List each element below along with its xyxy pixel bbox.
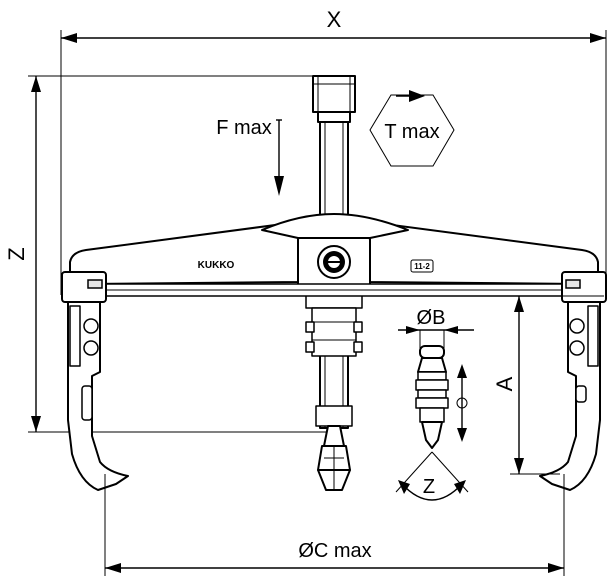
hexagon-icon: [369, 94, 455, 167]
label-z-angle: Z: [423, 476, 435, 498]
model-label: 11-2: [414, 262, 430, 271]
label-f-max: F max: [216, 117, 272, 139]
label-t-max: T max: [384, 121, 439, 143]
dimension-x: X: [60, 7, 607, 295]
force-indicator: F max: [216, 117, 284, 196]
brand-label: KUKKO: [198, 260, 235, 271]
dimension-a: A: [492, 295, 604, 475]
label-a: A: [492, 376, 517, 391]
dimension-c-max: ØC max: [104, 474, 565, 576]
diameter-circle-icon: [456, 397, 468, 409]
angle-z: Z: [395, 451, 469, 501]
dimension-z: Z: [4, 75, 340, 433]
pressure-piece-detail: ØB: [398, 307, 474, 449]
torque-indicator: T max: [369, 90, 455, 167]
label-z: Z: [4, 247, 29, 260]
label-x: X: [327, 7, 342, 32]
label-diam-c-max: ØC max: [298, 540, 371, 562]
label-diam-b: ØB: [417, 307, 446, 329]
left-jaw: [61, 271, 129, 491]
right-jaw: [539, 271, 607, 491]
